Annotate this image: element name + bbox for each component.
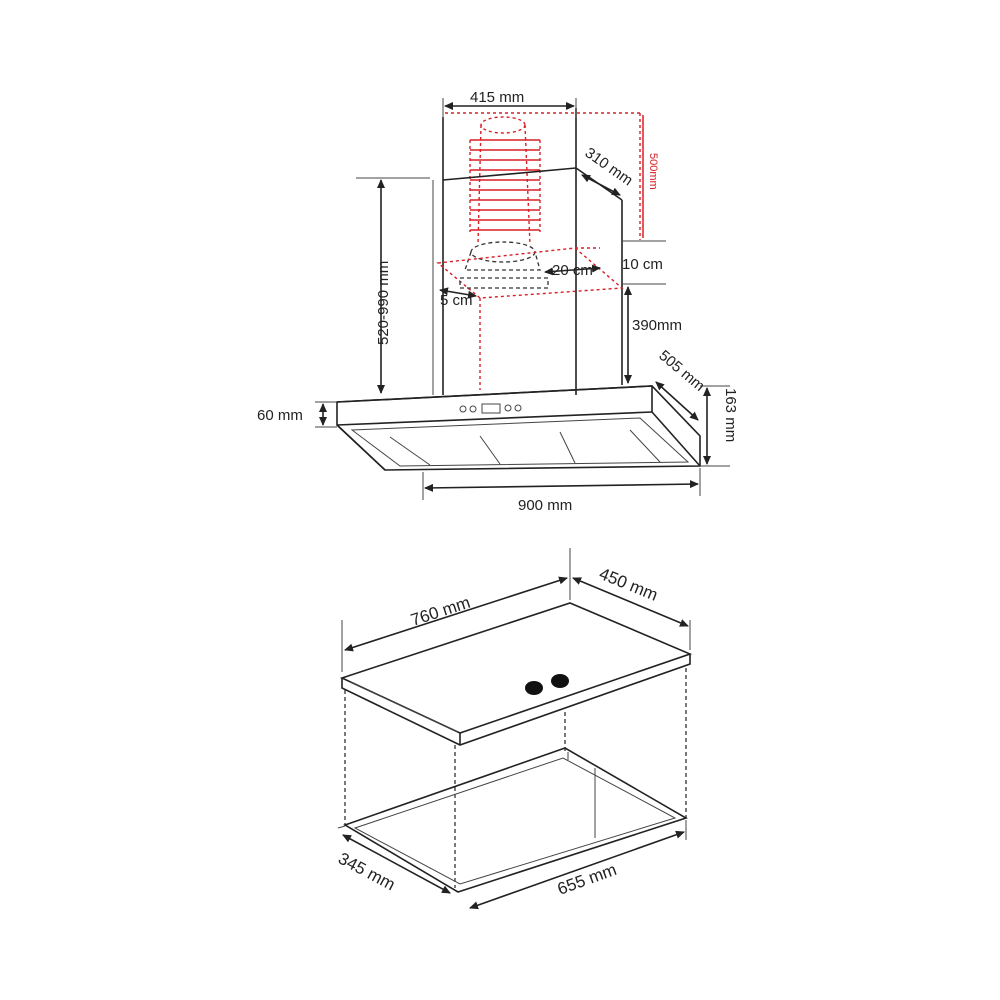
range-hood-drawing: 415 mm 310 mm 500mm 520-990 mm 10 cm 20 … <box>257 89 739 514</box>
chimney-height-label: 390mm <box>632 317 682 334</box>
canopy-thickness-label: 60 mm <box>257 407 303 424</box>
knob-icon <box>525 681 543 695</box>
hood-top-depth-label: 310 mm <box>582 144 636 189</box>
chimney-cover <box>432 108 623 395</box>
hob-top-depth-label: 450 mm <box>597 564 661 605</box>
hood-dimensions <box>315 98 730 500</box>
mounting-height-label: 520-990 mm <box>375 261 392 345</box>
hood-canopy <box>336 385 701 471</box>
hob-knobs <box>525 674 569 695</box>
flexible-duct <box>445 112 641 246</box>
knob-icon <box>551 674 569 688</box>
control-panel <box>459 403 522 414</box>
offset-5cm-label: 5 cm <box>440 292 473 309</box>
hood-total-width-label: 900 mm <box>518 497 572 514</box>
gap-10cm-label: 10 cm <box>622 256 663 273</box>
hood-width-label: 415 mm <box>470 89 524 106</box>
front-height-label: 163 mm <box>722 388 739 442</box>
hob-cutout-box <box>343 668 688 893</box>
offset-20cm-label: 20 cm <box>552 262 593 279</box>
hob-top-width-label: 760 mm <box>408 593 472 630</box>
motor-housing <box>436 241 624 390</box>
duct-length-label: 500mm <box>647 153 659 190</box>
hob-glass-top <box>339 602 693 746</box>
hob-drawing: 760 mm 450 mm 345 mm 655 mm <box>335 548 693 910</box>
hob-dimensions <box>337 548 691 910</box>
cutout-depth-label: 345 mm <box>335 849 398 895</box>
